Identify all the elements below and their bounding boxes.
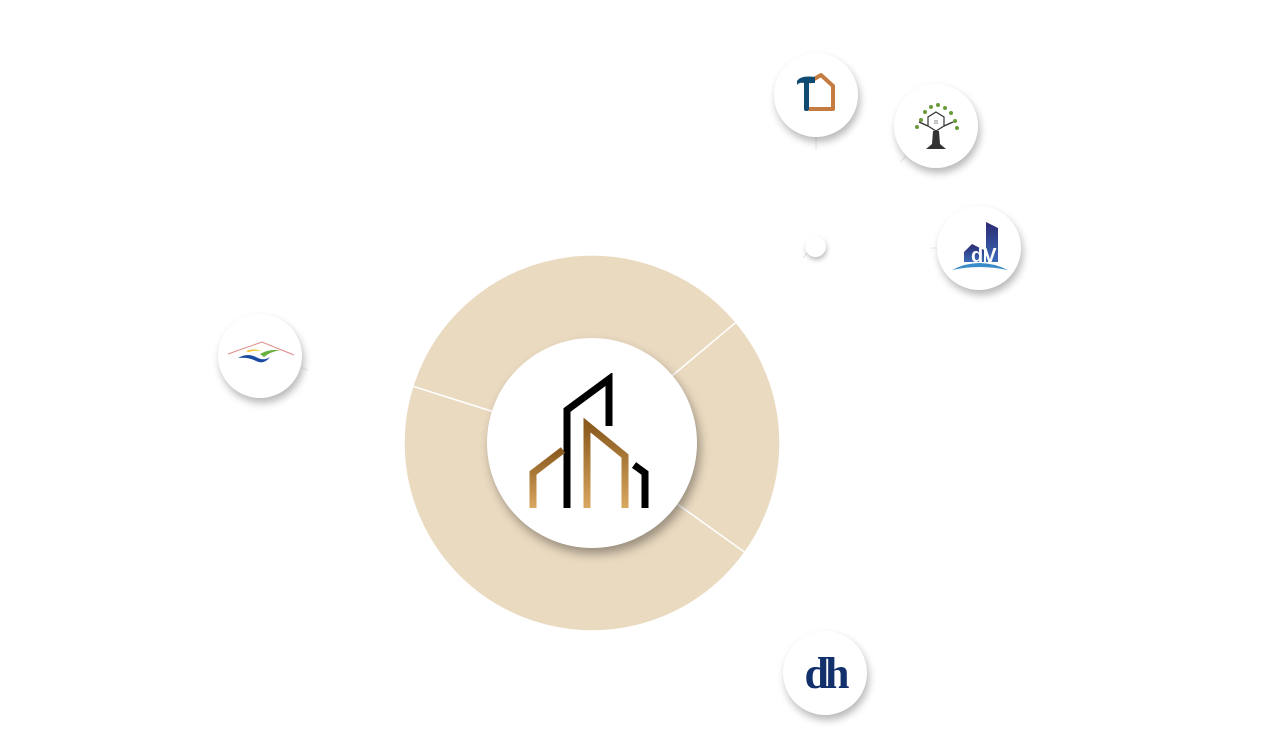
dh-logo-text: dh [804, 648, 850, 698]
building-logo-icon [529, 373, 649, 508]
tree-logo-button[interactable]: II [894, 84, 978, 168]
tree-logo-text: II [934, 120, 938, 126]
roof-waves-logo-button[interactable] [218, 314, 302, 398]
dv-homes-logo-button[interactable]: dV [937, 206, 1021, 290]
dh-logo-button[interactable]: dh [783, 631, 867, 715]
small-node-dot[interactable] [805, 236, 826, 257]
center-logo[interactable] [487, 338, 697, 548]
hammer-house-logo-button[interactable] [774, 53, 858, 137]
dv-logo-text: dV [971, 245, 997, 267]
hammer-house-icon [797, 73, 835, 111]
connector-line [301, 367, 309, 371]
tree-icon: II [915, 103, 959, 149]
dv-homes-icon: dV [952, 222, 1008, 270]
roof-waves-icon [227, 341, 295, 363]
